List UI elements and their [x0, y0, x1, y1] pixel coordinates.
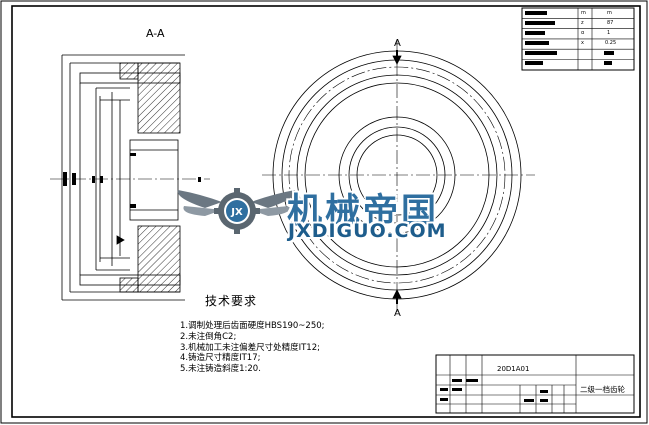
technical-requirements-title: 技术要求: [205, 294, 258, 308]
param-value: m: [607, 10, 612, 16]
param-symbol: x: [581, 40, 584, 46]
param-symbol: α: [581, 30, 585, 36]
parameter-table: [521, 7, 635, 71]
requirement-item: 5.未注铸造斜度1:20.: [180, 364, 261, 374]
section-label: A-A: [146, 27, 165, 40]
watermark-name-cn: 机械帝国: [287, 192, 440, 232]
title-block: [435, 354, 635, 414]
hatch-lower: [137, 225, 181, 293]
param-value: 87: [607, 20, 614, 26]
param-value: 1: [607, 30, 611, 36]
requirement-item: 1.调制处理后齿面硬度HBS190~250;: [180, 321, 325, 331]
requirement-item: 2.未注倒角C2;: [180, 332, 237, 342]
cut-label-bottom: A: [394, 308, 401, 319]
section-view: [50, 54, 210, 301]
hatch-upper: [137, 62, 181, 134]
front-view: [262, 40, 535, 312]
param-value: 0.25: [605, 40, 617, 46]
inner-border: [11, 5, 641, 418]
watermark-name-en: JXDIGUO.COM: [288, 220, 447, 242]
param-symbol: m: [581, 10, 586, 16]
requirement-item: 3.机械加工未注偏差尺寸处精度IT12;: [180, 343, 320, 353]
drawing-number: 20D1A01: [497, 365, 530, 373]
requirement-item: 4.铸造尺寸精度IT17;: [180, 353, 261, 363]
cut-label-top: A: [394, 38, 401, 49]
part-name: 二级一档齿轮: [580, 385, 625, 394]
param-symbol: z: [581, 20, 584, 26]
emblem-letters: JX: [230, 207, 243, 218]
watermark-emblem: JX: [177, 188, 296, 234]
